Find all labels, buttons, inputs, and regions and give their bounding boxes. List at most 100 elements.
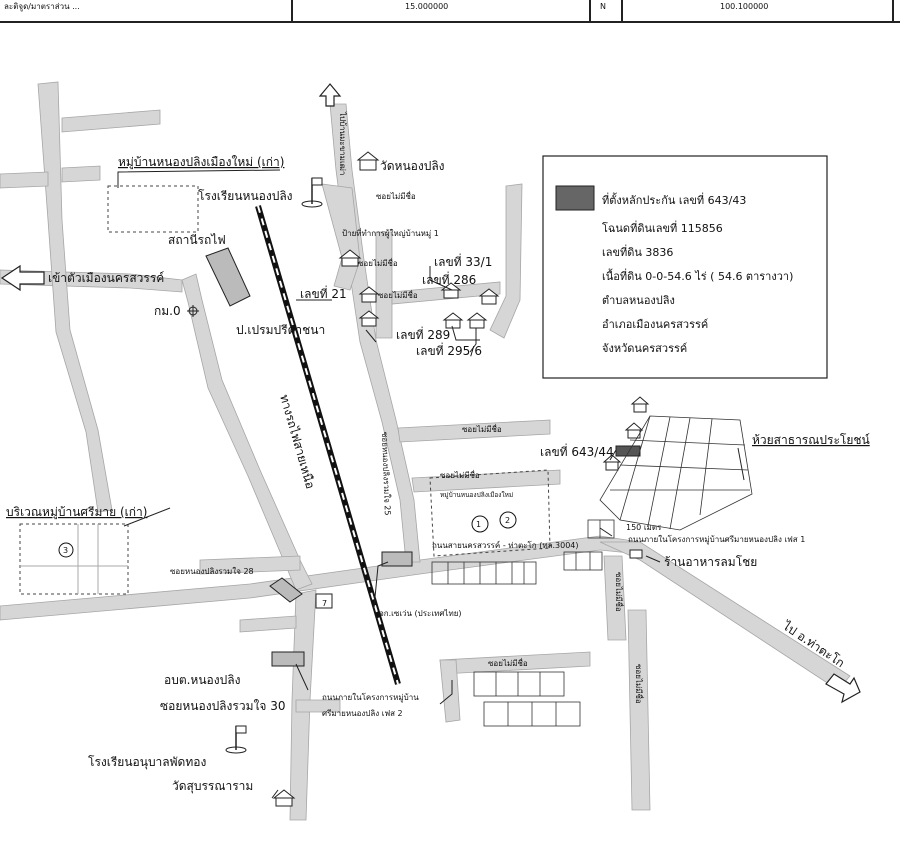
label-sriman-area: บริเวณหมู่บ้านศรีมาย (เก่า) (6, 505, 147, 520)
label-no64344: เลขที่ 643/44 (540, 443, 614, 459)
km-marker-icon (187, 305, 199, 317)
label-village-new: หมู่บ้านหนองปลิงเมืองใหม่ (440, 491, 513, 499)
road-phase2-vertical (439, 659, 461, 723)
label-num1: 1 (476, 520, 481, 529)
legend-line-2: โฉนดที่ดินเลขที่ 115856 (602, 220, 723, 235)
header-strip: ละติจูด/มาตราส่วน ... 15.000000 N 100.10… (0, 0, 900, 23)
road-network (0, 81, 851, 821)
seven-eleven-sign-icon (315, 593, 333, 609)
label-restaurant: ร้านอาหารลมโชย (664, 555, 757, 569)
flag-icon (225, 725, 247, 754)
label-soi-unnamed: ซอยไม่มีชื่อ (378, 289, 418, 300)
pointer-lines (117, 169, 745, 799)
header-cell-1: ละติจูด/มาตราส่วน ... (4, 2, 80, 12)
label-no289: เลขที่ 289 (396, 326, 450, 342)
legend-line-4: เนื้อที่ดิน 0-0-54.6 ไร่ ( 54.6 ตารางวา) (602, 268, 793, 283)
label-prem-school: ป.เปรมปรีดาชนา (236, 323, 325, 337)
house-icons (272, 151, 650, 807)
road-lower-left (239, 615, 297, 633)
label-no33: เลขที่ 33/1 (434, 253, 492, 269)
road-left-vertical (37, 81, 113, 513)
buildings (205, 247, 643, 667)
label-km0: กม.0 (154, 304, 181, 318)
road-temple-branch (295, 699, 341, 713)
road-houses-right (489, 183, 523, 339)
house-icon (630, 396, 650, 413)
label-railway-station: สถานีรถไฟ (168, 233, 226, 247)
road-to-city (0, 269, 183, 293)
label-soi25: ซอยหนองปลิงรวมใจ 25 (380, 432, 392, 516)
arrow-to-city-icon (0, 264, 45, 292)
house-icon (624, 422, 644, 439)
label-soi-unnamed: ซอยไม่มีชื่อ (358, 257, 398, 268)
house-icon (358, 286, 380, 303)
arrow-to-thatako-icon (825, 673, 861, 704)
label-no286: เลขที่ 286 (422, 271, 476, 287)
collateral-swatch (555, 185, 595, 211)
legend-line-3: เลขที่ดิน 3836 (602, 244, 673, 259)
label-north-road: ไปบ้านมะขามเฒ่า (338, 111, 347, 175)
label-kindergarten: โรงเรียนอนุบาลพัดทอง (88, 755, 206, 770)
village-new-area (429, 469, 551, 557)
legend-line-7: จังหวัดนครสวรรค์ (602, 342, 687, 355)
label-village-office: ป้ายที่ทำการผู้ใหญ่บ้านหมู่ 1 (342, 227, 439, 239)
legend-line-6: อำเภอเมืองนครสวรรค์ (602, 318, 708, 331)
arrow-north-icon (318, 83, 342, 107)
header-cell-3: N (600, 2, 606, 11)
road-restaurant-soi (603, 555, 627, 641)
label-phase2-road-a: ถนนภายในโครงการหมู่บ้าน (322, 692, 419, 703)
tambon-office-building (271, 651, 305, 667)
label-seven-eleven: บจก.เซเว่น (ประเทศไทย) (374, 609, 462, 618)
legend-box (542, 155, 828, 379)
road-right-soi (627, 609, 651, 811)
road-left-grid-2 (61, 165, 101, 183)
label-soi-unnamed: ซอยไม่มีชื่อ (462, 423, 502, 434)
house-icon (338, 249, 362, 267)
label-no21: เลขที่ 21 (300, 285, 347, 301)
house-icon (442, 312, 464, 329)
label-main-road: ถนนสายนครสวรรค์ - ท่าตะโก (ทล.3004) (432, 540, 579, 550)
label-no2956: เลขที่ 295/6 (416, 342, 482, 358)
road-left-grid-3 (0, 171, 49, 189)
label-to-city: เข้าตัวเมืองนครสวรรค์ (48, 271, 164, 285)
road-soi-unnamed-2 (411, 469, 561, 493)
header-cell-4: 100.100000 (720, 2, 768, 11)
label-railway: ทางรถไฟสายเหนือ (277, 393, 317, 490)
legend-text: ที่ตั้งหลักประกัน เลขที่ 643/43 โฉนดที่ด… (602, 192, 793, 355)
building-soi28 (269, 577, 303, 603)
label-num2: 2 (505, 516, 510, 525)
label-soi28: ซอยหนองปลิงรวมใจ 28 (170, 567, 254, 576)
restaurant-building (629, 549, 643, 559)
house-icon (356, 151, 380, 171)
house-icon (466, 312, 488, 329)
plot-grid-east (599, 415, 753, 531)
road-soi28-branch (199, 555, 301, 575)
label-sign7: 7 (322, 599, 327, 608)
label-num3: 3 (63, 546, 68, 555)
label-soi30: ซอยหนองปลิงรวมใจ 30 (160, 699, 285, 713)
label-soi-unnamed: ซอยไม่มีชื่อ (488, 657, 528, 668)
flag-icon (301, 177, 323, 208)
label-soi-unnamed: ซอยไม่มีชื่อ (614, 572, 625, 612)
sriman-old-area (19, 523, 129, 595)
seven-eleven-building (381, 551, 413, 567)
label-temple-suban: วัดสุบรรณาราม (172, 779, 253, 794)
label-soi-unnamed: ซอยไม่มีชื่อ (634, 664, 645, 704)
road-houses-vertical (375, 231, 393, 339)
plot-grid-south (473, 671, 581, 727)
road-left-grid-1 (61, 109, 161, 133)
label-phase1-road: ถนนภายในโครงการหมู่บ้านศรีมายหนองปลิง เฟ… (628, 534, 805, 545)
house-icon (602, 454, 622, 471)
label-150m: 150 เมตร (626, 523, 662, 532)
label-soi-unnamed: ซอยไม่มีชื่อ (376, 190, 416, 201)
label-soi-unnamed: ซอยไม่มีชื่อ (440, 469, 480, 480)
header-cell-2: 15.000000 (405, 2, 448, 11)
village-old-area (107, 185, 199, 233)
label-tambon-office: อบต.หนองปลิง (164, 673, 240, 687)
label-village-old: หมู่บ้านหนองปลิงเมืองใหม่ (เก่า) (118, 155, 284, 170)
railway-station-building (205, 247, 251, 307)
legend-line-5: ตำบลหนองปลิง (602, 294, 675, 307)
label-school: โรงเรียนหนองปลิง (198, 189, 293, 203)
label-temple-nongpling: วัดหนองปลิง (380, 159, 445, 173)
